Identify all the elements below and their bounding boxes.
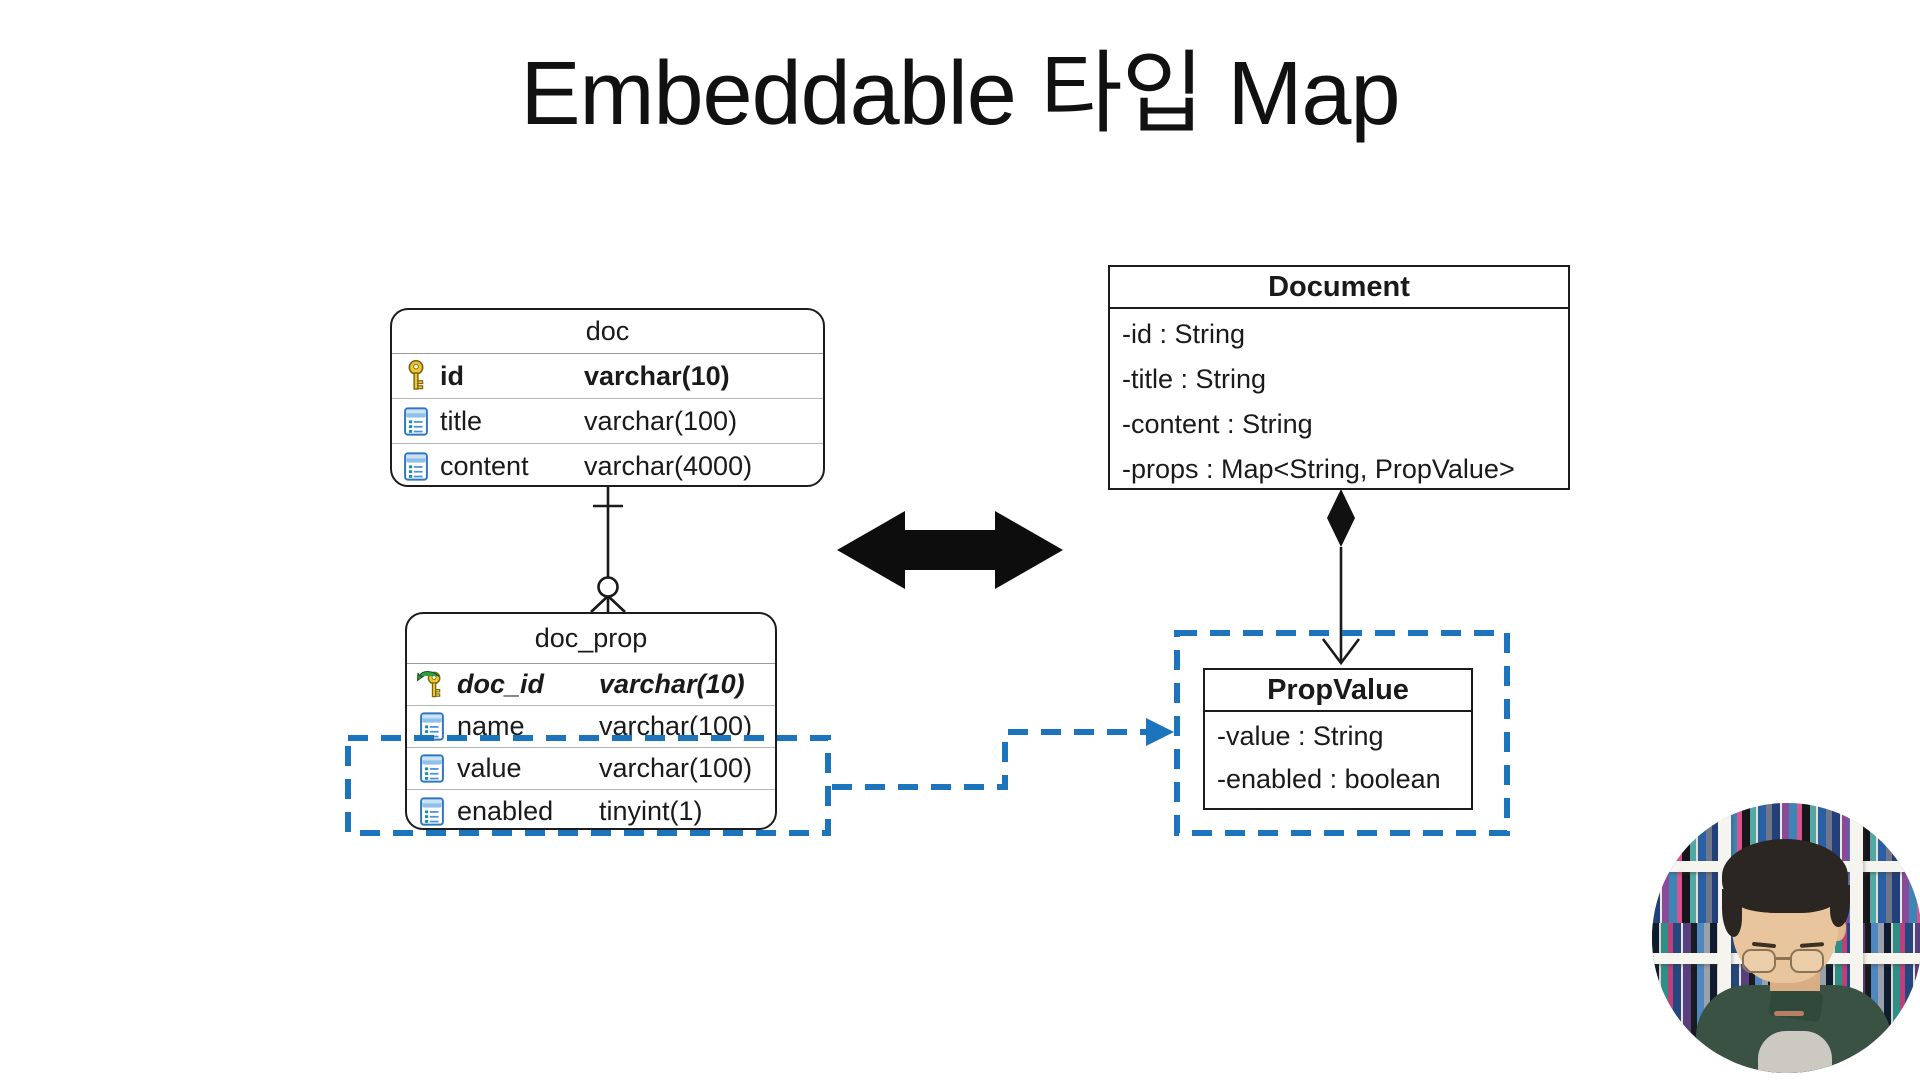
glasses-lens	[1742, 949, 1776, 973]
slide-title: Embeddable 타입 Map	[520, 44, 1400, 144]
column-type: varchar(4000)	[584, 451, 753, 481]
table-row: enabled tinyint(1)	[407, 790, 775, 828]
uml-class-propvalue: PropValue -value : String -enabled : boo…	[1203, 668, 1473, 810]
er-table-doc-prop: doc_prop doc_id varchar(10)	[405, 612, 777, 830]
arrowhead-icon	[1146, 718, 1174, 746]
column-type: varchar(10)	[584, 360, 730, 391]
arrowhead-icon	[1321, 638, 1361, 666]
class-attributes: -value : String -enabled : boolean	[1205, 712, 1471, 801]
column-name: enabled	[457, 795, 554, 826]
column-type: varchar(100)	[599, 711, 753, 741]
table-row: content varchar(4000)	[392, 444, 823, 485]
uml-class-document: Document -id : String -title : String -c…	[1108, 265, 1570, 490]
class-attribute: -id : String	[1122, 319, 1246, 349]
column-icon	[407, 712, 457, 741]
highlight-connector	[832, 718, 1174, 790]
composition-connector	[1321, 489, 1361, 666]
presenter-tshirt	[1758, 1031, 1832, 1073]
class-attributes: -id : String -title : String -content : …	[1110, 309, 1568, 492]
foreign-key-icon	[407, 669, 457, 701]
table-row: value varchar(100)	[407, 748, 775, 790]
class-attribute: -enabled : boolean	[1217, 764, 1441, 794]
column-type: tinyint(1)	[599, 795, 703, 826]
column-name: doc_id	[457, 669, 545, 699]
class-name: Document	[1110, 267, 1568, 309]
presenter-hair	[1722, 889, 1742, 937]
table-row: id varchar(10)	[392, 354, 823, 399]
column-icon	[392, 452, 440, 481]
webcam-overlay	[1652, 803, 1920, 1073]
key-icon	[392, 360, 440, 392]
table-row: title varchar(100)	[392, 399, 823, 444]
table-name: doc	[392, 310, 823, 354]
column-name: name	[457, 711, 525, 741]
er-table-doc: doc id varchar(10)	[390, 308, 825, 487]
column-name: id	[440, 360, 464, 391]
glasses-icon	[1740, 949, 1832, 975]
presenter-hair	[1830, 885, 1850, 927]
class-attribute: -title : String	[1122, 364, 1267, 394]
table-row: doc_id varchar(10)	[407, 664, 775, 706]
class-name: PropValue	[1205, 670, 1471, 712]
glasses-lens	[1790, 949, 1824, 973]
presenter	[1652, 803, 1920, 1073]
table-row: name varchar(100)	[407, 706, 775, 748]
column-icon	[407, 754, 457, 783]
column-type: varchar(100)	[599, 753, 753, 783]
table-name: doc_prop	[407, 614, 775, 664]
column-icon	[392, 406, 440, 436]
column-name: title	[440, 405, 483, 436]
presenter-mouth	[1774, 1011, 1804, 1016]
glasses-bridge	[1776, 957, 1790, 960]
composition-diamond-icon	[1327, 489, 1355, 547]
er-relationship-line	[590, 487, 626, 613]
column-name: value	[457, 753, 522, 783]
class-attribute: -props : Map<String, PropValue>	[1122, 454, 1515, 484]
class-attribute: -value : String	[1217, 721, 1384, 751]
column-type: varchar(10)	[599, 669, 745, 699]
double-arrow-icon	[837, 511, 1063, 589]
presenter-hair	[1738, 891, 1830, 913]
column-type: varchar(100)	[584, 405, 738, 436]
class-attribute: -content : String	[1122, 409, 1313, 439]
cardinality-zero-marker	[597, 576, 619, 598]
column-icon	[407, 796, 457, 826]
column-name: content	[440, 451, 529, 481]
